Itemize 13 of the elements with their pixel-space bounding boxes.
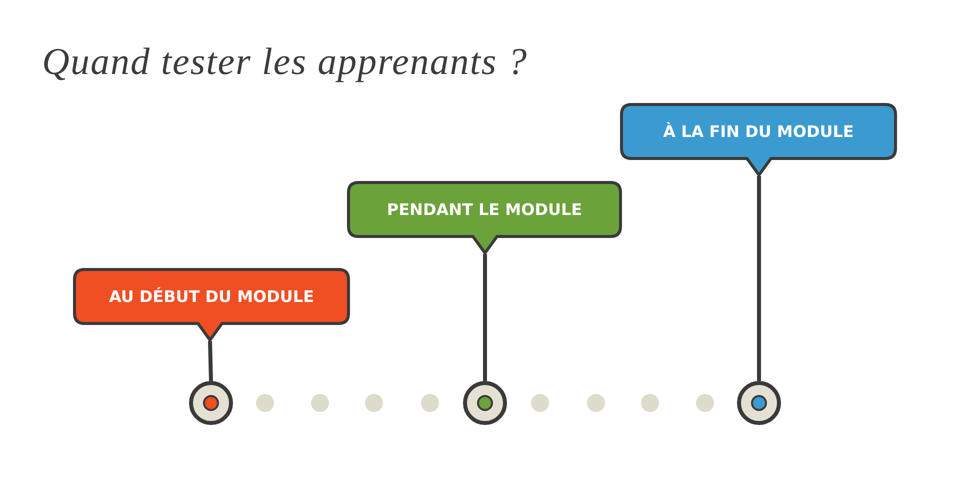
timeline-marker	[737, 381, 781, 425]
callout-box	[347, 181, 622, 254]
timeline-marker	[189, 381, 233, 425]
callout-label: À LA FIN DU MODULE	[663, 122, 854, 141]
callout-label: PENDANT LE MODULE	[386, 200, 582, 219]
connector-line	[208, 340, 213, 382]
callout-box	[73, 268, 350, 341]
connector-line	[483, 254, 487, 381]
connector-line	[757, 176, 761, 381]
callout-box	[620, 103, 897, 176]
title: Quand tester les apprenants ?	[42, 40, 528, 84]
callout-label: AU DÉBUT DU MODULE	[108, 287, 314, 306]
timeline-marker	[463, 381, 507, 425]
